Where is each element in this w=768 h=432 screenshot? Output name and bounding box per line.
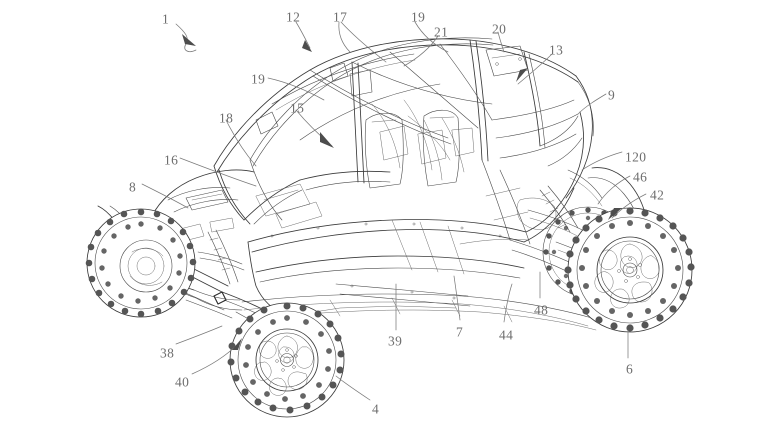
- reference-numeral-40-front-lower-arm: 40: [175, 375, 189, 390]
- reference-numeral-120-rear-suspension-link: 120: [625, 150, 646, 165]
- reference-numeral-1-vehicle-assembly: 1: [162, 12, 169, 27]
- roll-cage-assembly: [213, 37, 579, 225]
- reference-numeral-8-front-body-panel: 8: [129, 180, 136, 195]
- reference-numeral-13-rear-frame-section: 13: [549, 43, 563, 58]
- reference-numeral-46-rear-fender: 46: [633, 170, 647, 185]
- reference-numeral-16-hood-panel: 16: [164, 153, 178, 168]
- front-right-wheel: [227, 302, 345, 418]
- front-left-wheel: [85, 208, 197, 318]
- reference-numeral-44-trailing-arm: 44: [499, 328, 513, 343]
- reference-numeral-39-lower-frame-rail: 39: [388, 334, 402, 349]
- leader-lines: [141, 21, 647, 401]
- reference-numeral-19-cage-brace-front: 19: [251, 72, 265, 87]
- reference-numeral-42-rear-wheel-well: 42: [650, 188, 664, 203]
- reference-numeral-38-front-control-arm: 38: [160, 346, 174, 361]
- reference-numeral-15-door-opening: 15: [290, 101, 304, 116]
- reference-numeral-17-cage-joint: 17: [333, 10, 347, 25]
- reference-numeral-19-cage-brace-upper: 19: [411, 10, 425, 25]
- reference-numeral-20-rear-cage-bracket: 20: [492, 22, 506, 37]
- reference-numeral-48-rear-control-arm: 48: [534, 303, 548, 318]
- reference-numeral-7-chassis-frame: 7: [456, 325, 463, 340]
- reference-numeral-12-roll-cage-upper-rail: 12: [286, 10, 300, 25]
- reference-numeral-4-front-ground-engaging-member: 4: [372, 402, 379, 417]
- chassis-frame: [241, 159, 597, 331]
- reference-numeral-21-cross-member: 21: [434, 25, 448, 40]
- reference-numeral-18-windshield-frame: 18: [219, 111, 233, 126]
- rear-right-wheel: [564, 207, 695, 333]
- reference-numeral-6-rear-ground-engaging-member: 6: [626, 362, 633, 377]
- reference-numeral-9-rear-body-panel: 9: [608, 88, 615, 103]
